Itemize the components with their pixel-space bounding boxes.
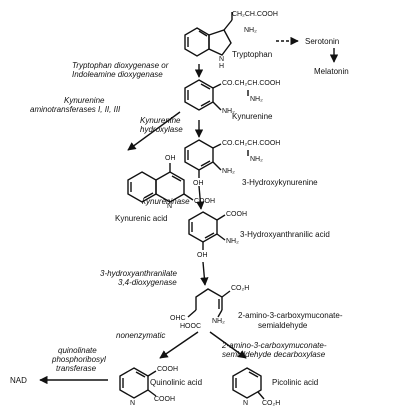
kyn-nh2-side: NH₂	[250, 96, 263, 103]
tryptophan-label: Tryptophan	[232, 50, 273, 59]
picolinic-acid-structure	[232, 367, 265, 400]
quinolinic-acid-structure	[119, 367, 157, 399]
kmo-enzyme-line2: hydroxylase	[140, 125, 183, 134]
kat-enzyme-line1: Kynurenine	[64, 96, 105, 105]
picolinic-acid-label: Picolinic acid	[272, 378, 319, 387]
tdo-ido-enzyme-line2: Indoleamine dioxygenase	[72, 70, 163, 79]
kmo-enzyme-line1: Kynurenine	[140, 116, 181, 125]
acms-hooc: HOOC	[180, 323, 201, 330]
hk-oh: OH	[193, 180, 204, 187]
haa-nh2: NH₂	[226, 238, 239, 245]
trp-nh: N	[219, 56, 225, 63]
hk-nh2-ring: NH₂	[222, 168, 235, 175]
reaction-arrows	[39, 36, 339, 385]
haao-enzyme-line1: 3-hydroxyanthranilate	[100, 269, 177, 278]
acmsd-enzyme-line1: 2-amino-3-carboxymuconate-	[222, 341, 327, 350]
pa-co2h: CO₂H	[262, 400, 281, 407]
haao-enzyme-line2: 3,4-dioxygenase	[118, 278, 177, 287]
trp-nh2: NH₂	[244, 27, 257, 34]
quinolinic-acid-label: Quinolinic acid	[150, 378, 203, 387]
acms-cho: OHC	[170, 315, 186, 322]
kynureninase-enzyme: kynureninase	[142, 197, 190, 206]
hk-sidechain: CO.CH₂CH.COOH	[222, 140, 281, 147]
trp-sidechain: CH₂CH.COOH	[232, 11, 278, 18]
hydroxykynurenine-label: 3-Hydroxykynurenine	[242, 178, 318, 187]
qa-n: N	[130, 400, 136, 407]
acms-structure	[187, 288, 231, 318]
qprt-enzyme-line2: phosphoribosyl	[52, 355, 106, 364]
acmsd-enzyme-line2: semialdehyde decarboxylase	[222, 350, 326, 359]
kynurenine-structure	[184, 79, 249, 111]
ka-cooh: COOH	[194, 198, 215, 205]
acms-co2h: CO₂H	[231, 285, 250, 292]
tdo-ido-enzyme-line1: Tryptophan dioxygenase or	[72, 61, 169, 70]
qa-cooh2: COOH	[154, 396, 175, 403]
hydroxyanthranilic-acid-structure	[188, 211, 226, 250]
kat-enzyme-line2: aminotransferases I, II, III	[30, 105, 121, 114]
pa-n: N	[243, 400, 249, 407]
kynurenine-label: Kynurenine	[232, 112, 273, 121]
serotonin-label: Serotonin	[305, 37, 340, 46]
qa-cooh1: COOH	[157, 366, 178, 373]
trp-h: H	[219, 63, 225, 70]
hk-nh2-side: NH₂	[250, 156, 263, 163]
kyn-sidechain: CO.CH₂CH.COOH	[222, 80, 281, 87]
hydroxyanthranilic-acid-label: 3-Hydroxyanthranilic acid	[240, 230, 330, 239]
nad-label: NAD	[10, 376, 27, 385]
melatonin-label: Melatonin	[314, 67, 349, 76]
haa-cooh: COOH	[226, 211, 247, 218]
kynurenic-acid-structure	[127, 163, 194, 203]
acms-label-line2: semialdehyde	[258, 321, 308, 330]
qprt-enzyme-line1: quinolinate	[58, 346, 97, 355]
kyn-nh2-ring: NH₂	[222, 108, 235, 115]
tryptophan-structure	[184, 12, 233, 57]
acms-label-line1: 2-amino-3-carboxymuconate-	[238, 311, 343, 320]
acms-nh2: NH₂	[212, 318, 225, 325]
haa-oh: OH	[197, 252, 208, 259]
nonenzymatic-label: nonenzymatic	[116, 331, 166, 340]
ka-oh: OH	[165, 155, 176, 162]
kynurenic-acid-label: Kynurenic acid	[115, 214, 168, 223]
qprt-enzyme-line3: transferase	[56, 364, 97, 373]
hydroxykynurenine-structure	[184, 139, 249, 178]
ka-n: N	[167, 203, 173, 210]
